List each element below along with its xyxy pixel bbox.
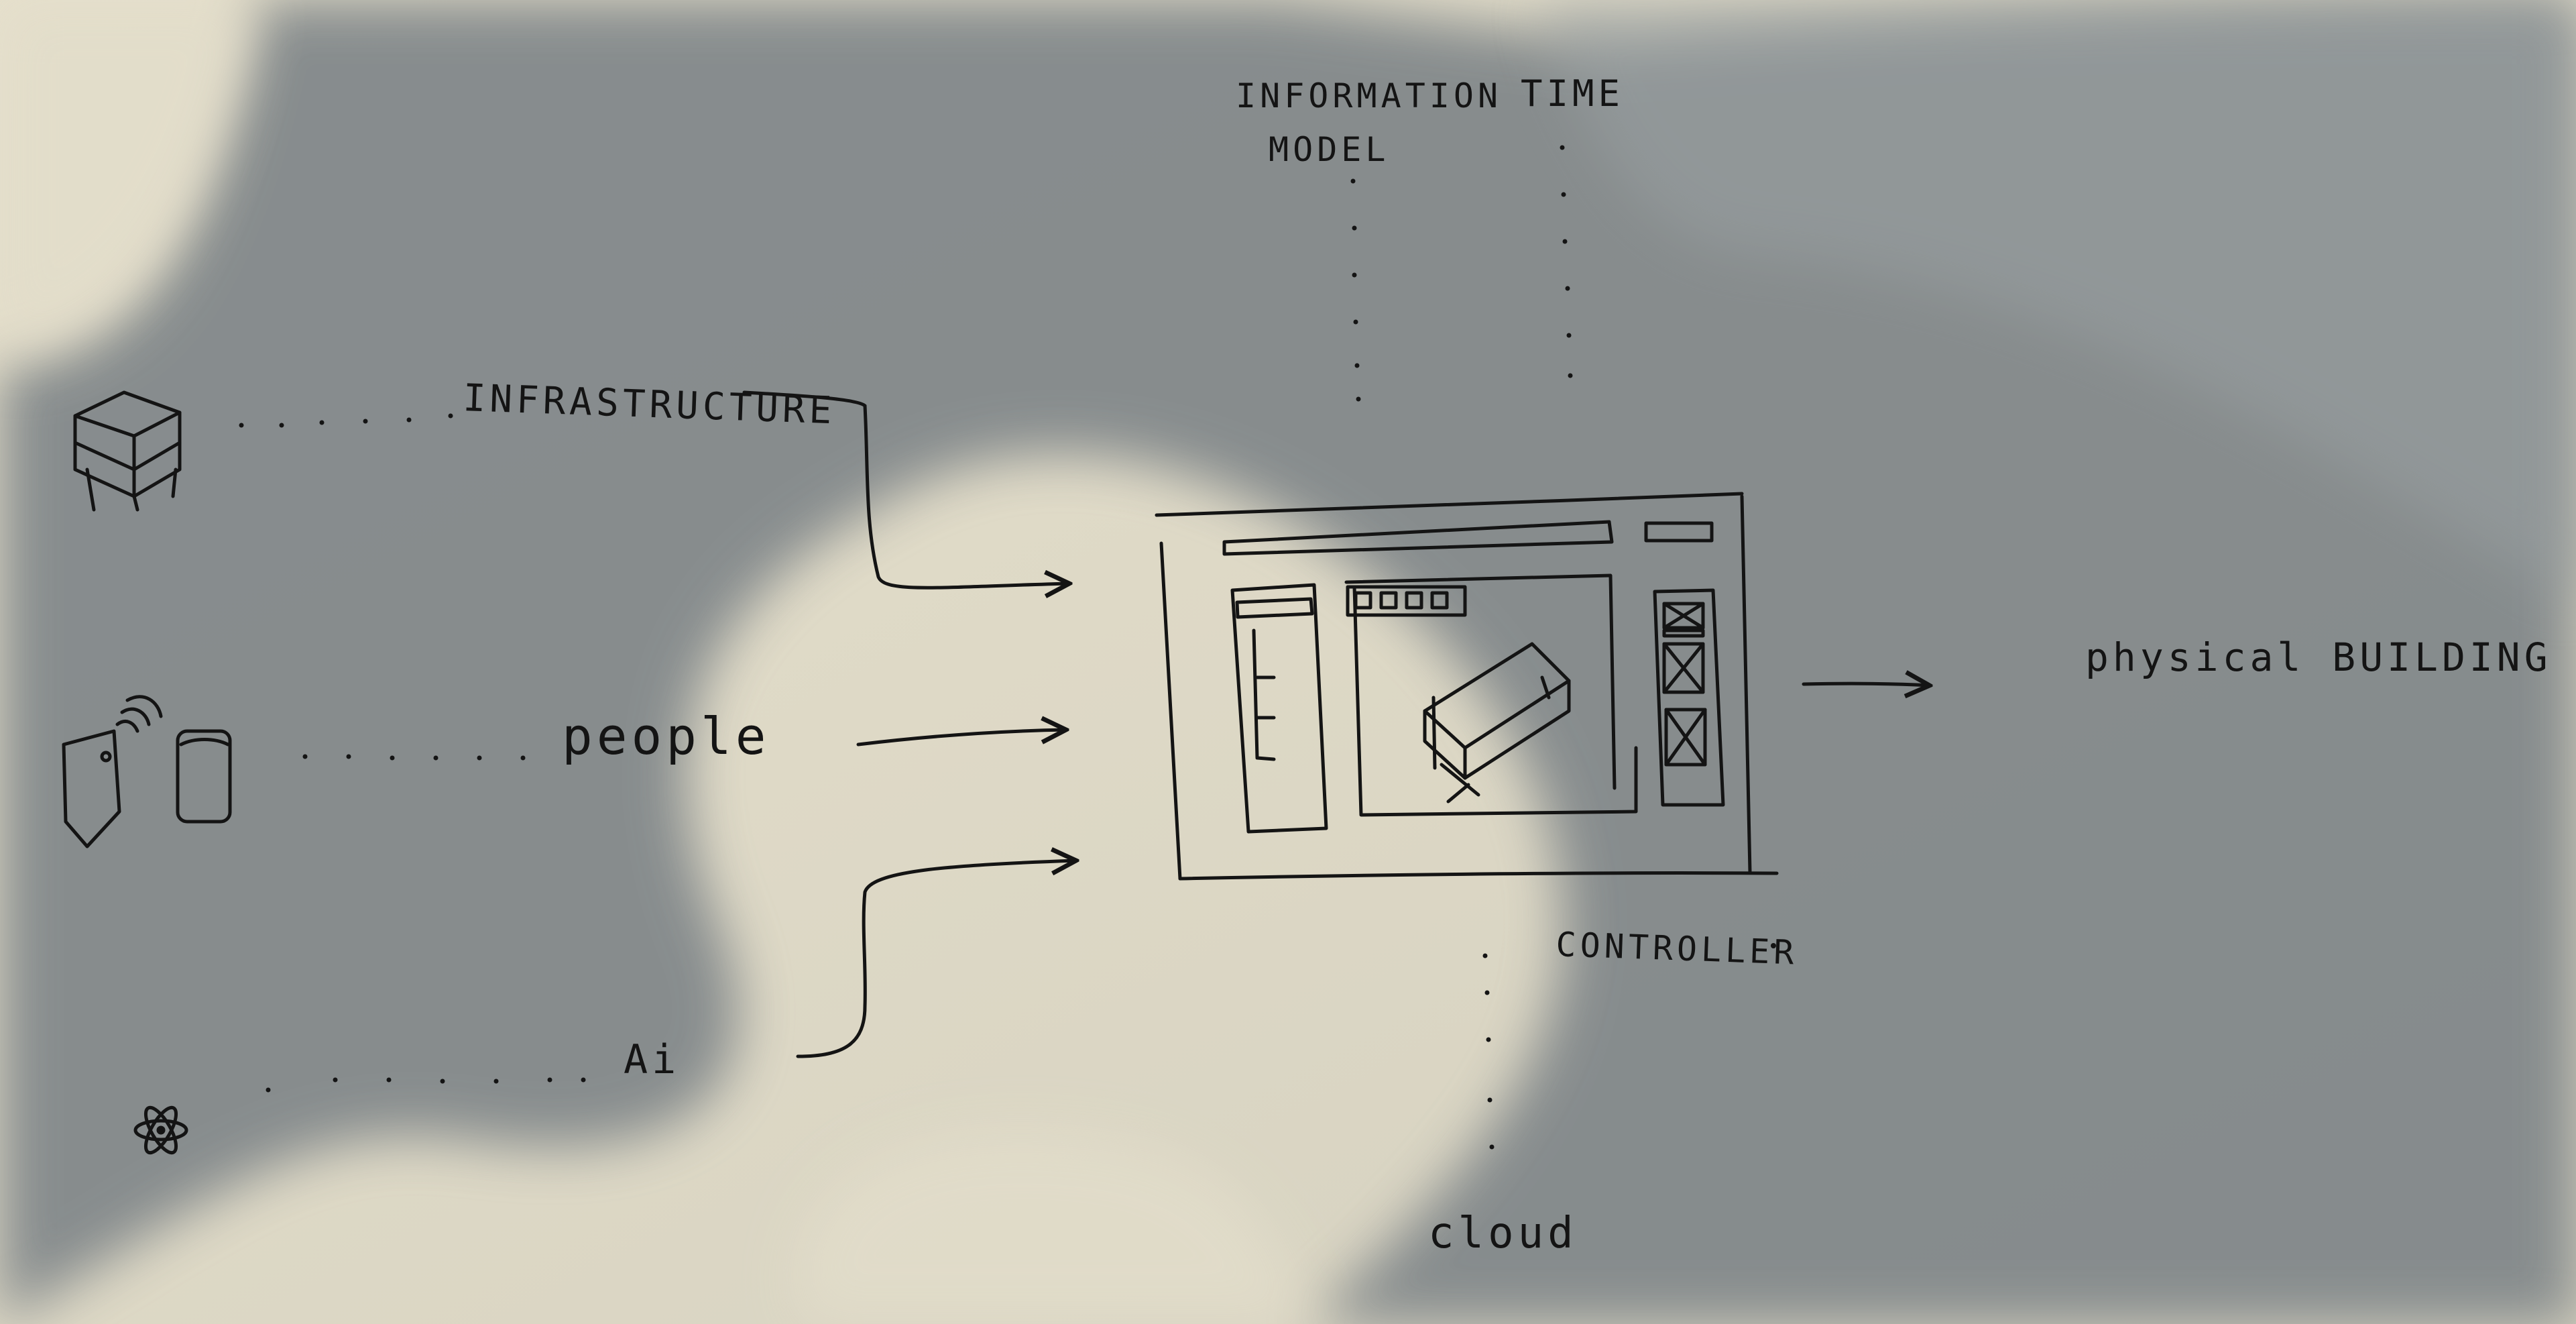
ai-arrow <box>796 861 1076 1058</box>
label-physical-building: physical BUILDING <box>2085 635 2552 680</box>
phone-devices-icon <box>62 695 232 848</box>
label-time: TIME <box>1521 72 1624 115</box>
label-cloud: cloud <box>1428 1209 1578 1258</box>
atom-icon <box>133 1105 188 1155</box>
dotted-leaders <box>239 145 1776 1150</box>
building-arrow <box>1802 683 1930 685</box>
controller-screen-sketch <box>1155 492 1779 881</box>
label-controller: CONTROLLER <box>1556 925 1799 973</box>
label-information-model-line1: INFORMATION <box>1236 76 1502 115</box>
building-frame-icon <box>73 390 182 512</box>
label-ai: Ai <box>624 1036 680 1083</box>
shadow-lower-light <box>0 0 1307 1324</box>
label-people: people <box>562 706 770 766</box>
people-arrow <box>856 730 1066 747</box>
infrastructure-arrow <box>742 390 1069 588</box>
shadow-upper-light <box>1542 0 2576 604</box>
label-information-model-line2: MODEL <box>1269 130 1390 169</box>
connectors <box>742 390 1930 1058</box>
